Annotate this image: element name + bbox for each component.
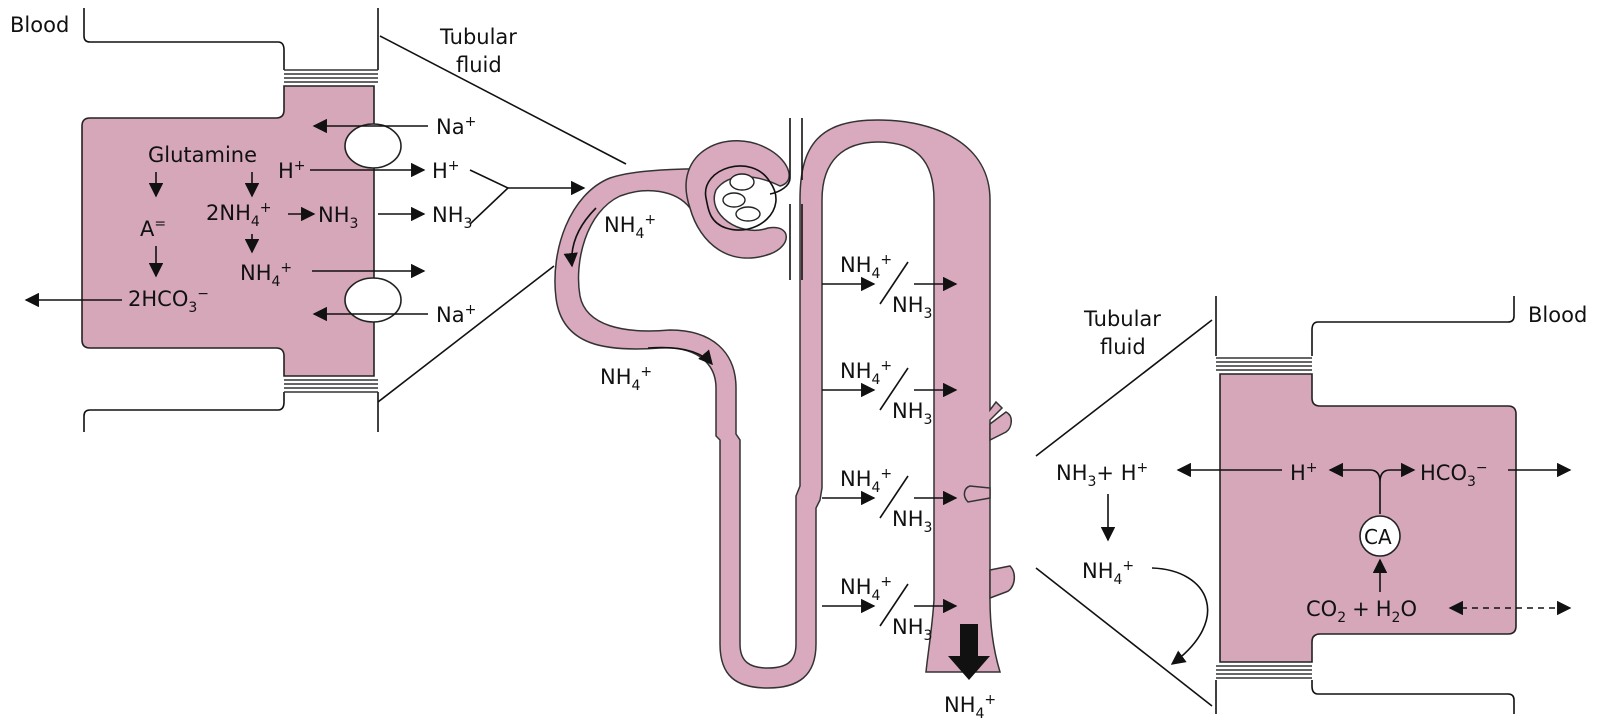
trap-nh4-label-2: NH4+: [840, 358, 892, 388]
trap-nh4-label-3: NH4+: [840, 466, 892, 496]
left-zoom-line-bottom: [378, 266, 554, 402]
trap-nh3-label-3: NH3: [892, 507, 932, 536]
nh4-trapped-arrow: [1152, 568, 1208, 664]
trap-nh3-label-4: NH3: [892, 615, 932, 644]
left-tight-junction-bottom: [284, 380, 378, 392]
right-tight-junction-bottom: [1216, 666, 1312, 678]
collecting-duct-branch-3: [990, 566, 1014, 598]
left-tubular-label: Tubular: [439, 25, 517, 49]
left-upper-neighbor-outline: [84, 8, 284, 70]
lumen-merge-bracket: [470, 170, 508, 224]
lumen-nh4-label: NH4+: [1082, 558, 1134, 588]
left-blood-label: Blood: [10, 13, 69, 37]
h-lumen-label: H+: [432, 158, 460, 183]
glutamine-label: Glutamine: [148, 143, 257, 167]
na-h-exchanger: [345, 124, 401, 168]
trap-nh4-label-1: NH4+: [840, 252, 892, 282]
trap-nh3-label-2: NH3: [892, 399, 932, 428]
proximal-nh4-label-1: NH4+: [604, 212, 656, 242]
right-lower-neighbor-outline: [1312, 680, 1514, 714]
right-blood-label: Blood: [1528, 303, 1587, 327]
left-tight-junction-top: [284, 70, 378, 82]
glomerulus-loop-3: [736, 207, 760, 221]
nephron: NH4+ NH4+ NH4+ NH3 NH4+ NH3 NH4+ NH3 NH4…: [555, 118, 1014, 722]
right-zoom-line-bottom: [1036, 568, 1212, 706]
left-lower-neighbor-outline: [84, 392, 284, 432]
urine-nh4-label: NH4+: [944, 692, 996, 722]
lumen-nh3-h-label: NH3+ H+: [1056, 460, 1148, 490]
right-tubular-label: Tubular: [1083, 307, 1161, 331]
trap-nh3-label-1: NH3: [892, 293, 932, 322]
trap-nh4-label-4: NH4+: [840, 574, 892, 604]
na-top-label: Na+: [436, 114, 476, 139]
glomerulus-loop-2: [723, 193, 745, 207]
na-bottom-label: Na+: [436, 302, 476, 327]
proximal-tubule-cell: [82, 86, 374, 376]
left-zoom-line-top: [380, 36, 626, 164]
na-nh4-exchanger: [345, 278, 401, 322]
left-fluid-label: fluid: [456, 53, 502, 77]
right-fluid-label: fluid: [1100, 335, 1146, 359]
nh3-lumen-label: NH3: [432, 203, 472, 232]
right-upper-neighbor-outline: [1312, 296, 1514, 356]
carbonic-anhydrase-label: CA: [1364, 525, 1392, 549]
proximal-tubule-and-loop: [555, 120, 1002, 688]
glomerulus-loop-1: [730, 174, 754, 190]
left-cell-panel: Blood Tubular fluid Na+ H+ H+ Glutamine …: [10, 8, 626, 432]
right-cell-panel: Blood Tubular fluid NH3+ H+ NH4+ H+ HCO3…: [1036, 296, 1587, 714]
proximal-nh4-label-2: NH4+: [600, 364, 652, 394]
right-tight-junction-top: [1216, 358, 1312, 370]
